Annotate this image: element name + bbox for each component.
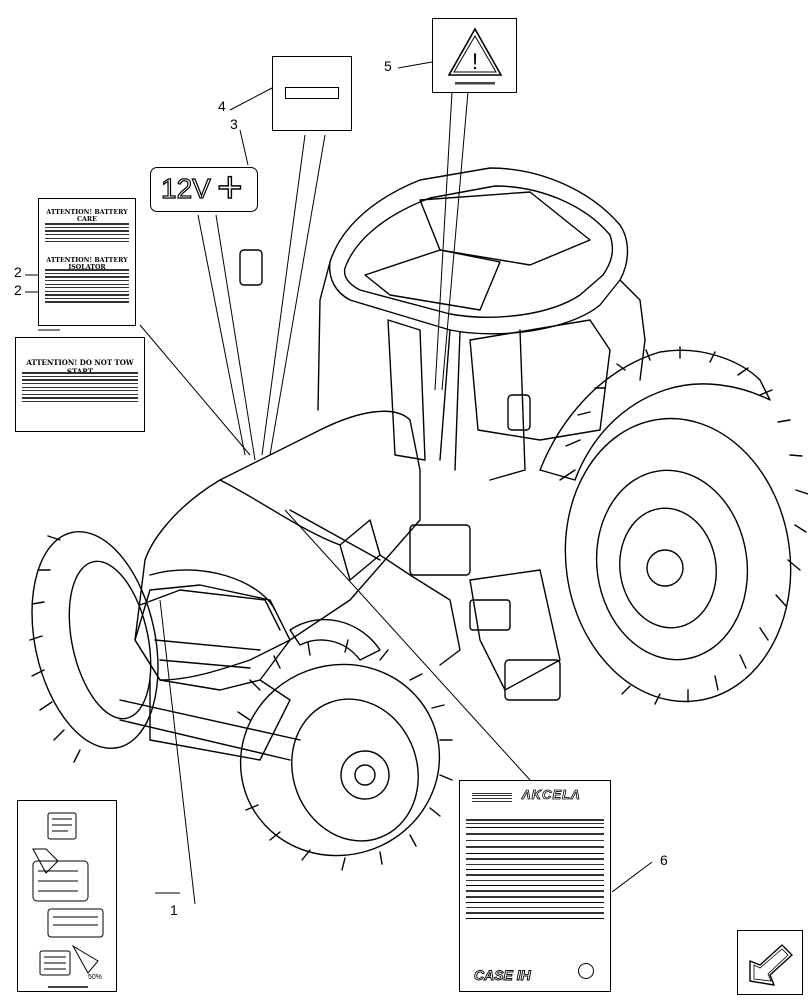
do-not-tow-heading: ATTENTION! DO NOT TOW START	[26, 358, 134, 376]
cab-roof	[328, 167, 629, 335]
leader-6b	[611, 861, 653, 893]
battery-positive-decal: 12V +	[150, 162, 258, 213]
warning-decal: !	[432, 18, 517, 93]
leader-4c	[269, 134, 326, 456]
callout-3: 3	[230, 116, 238, 132]
battery-care-heading: ATTENTION! BATTERY CARE	[46, 209, 128, 223]
leader-5c	[441, 91, 469, 391]
leader-3b	[197, 214, 246, 456]
callout-4: 4	[218, 98, 226, 114]
leader-4	[229, 87, 273, 111]
leader-3	[239, 129, 249, 166]
callout-6: 6	[660, 852, 668, 868]
fiat-logo-icon	[578, 963, 594, 979]
bonnet	[134, 410, 421, 681]
back-arrow-icon	[749, 944, 793, 986]
callout-2a: 2	[14, 264, 22, 280]
battery-isolator-heading: ATTENTION! BATTERY ISOLATOR	[46, 257, 128, 271]
plate-brand: ΛKCELΛ	[522, 787, 581, 803]
model-plate-decal: ΛKCELΛ CASE IH	[459, 780, 611, 992]
pictogram-illustrations: 50%	[32, 812, 104, 988]
plus-icon: +	[216, 162, 243, 212]
callout-2b: 2	[14, 282, 22, 298]
svg-text:50%: 50%	[88, 974, 102, 981]
leader-3c	[215, 214, 256, 461]
leader-5	[397, 61, 433, 69]
battery-negative-decal	[272, 56, 352, 131]
warning-exclamation: !	[472, 49, 478, 74]
manual-pictogram-decal: 50%	[17, 800, 117, 992]
leader-1	[159, 599, 196, 905]
front-right-tyre	[239, 663, 441, 857]
case-ih-logo: CASE IH	[474, 967, 532, 984]
callout-5: 5	[384, 58, 392, 74]
leader-2c	[139, 324, 251, 456]
leader-5b	[434, 91, 453, 391]
do-not-tow-decal: ATTENTION! DO NOT TOW START	[15, 337, 145, 432]
front-grille	[134, 584, 291, 691]
warning-triangle-icon: !	[447, 27, 503, 85]
voltage-label: 12V	[160, 172, 211, 204]
callout-1: 1	[170, 902, 178, 918]
leader-6	[284, 509, 531, 781]
minus-icon	[285, 87, 339, 99]
navigation-arrow-button[interactable]	[737, 930, 803, 995]
leader-4b	[261, 134, 306, 456]
leader-lines	[25, 61, 653, 905]
rear-fender	[539, 349, 771, 481]
battery-care-decal: ATTENTION! BATTERY CARE ATTENTION! BATTE…	[38, 198, 136, 326]
front-left-tyre	[31, 530, 159, 750]
rear-tyre	[564, 417, 792, 703]
